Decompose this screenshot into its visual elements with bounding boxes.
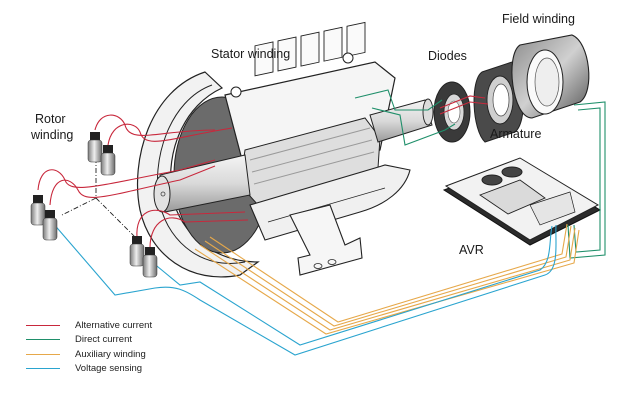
wire-ac bbox=[439, 101, 489, 115]
legend-swatch bbox=[26, 353, 60, 355]
legend-label: Alternative current bbox=[75, 319, 153, 331]
mounting-foot bbox=[289, 204, 363, 276]
label-armature: Armature bbox=[490, 127, 542, 141]
stator-lower-shell bbox=[249, 164, 411, 241]
legend-item-ac: Alternative current bbox=[26, 318, 152, 333]
wire-aux bbox=[199, 227, 576, 331]
legend-label: Auxiliary winding bbox=[75, 348, 146, 360]
wire-ac bbox=[107, 123, 233, 146]
stator-fins bbox=[254, 21, 366, 77]
wire-ac bbox=[37, 159, 216, 191]
wire-ac bbox=[94, 114, 216, 136]
field-winding bbox=[511, 34, 590, 119]
wire-ac bbox=[439, 95, 486, 109]
wire-dc bbox=[567, 101, 606, 259]
wire-ac bbox=[149, 217, 249, 249]
wire-sensing bbox=[51, 221, 557, 356]
legend-swatch bbox=[26, 324, 60, 326]
label-diodes: Diodes bbox=[428, 49, 467, 63]
label-rotor-winding-line2: winding bbox=[31, 128, 74, 142]
legend-item-sensing: Voltage sensing bbox=[26, 362, 152, 377]
terminal bbox=[129, 236, 145, 267]
stator-housing bbox=[136, 21, 434, 278]
wire-ac bbox=[49, 165, 216, 206]
label-field-winding: Field winding bbox=[502, 12, 575, 26]
wire-dc bbox=[354, 89, 443, 111]
label-rotor-winding-line1: Rotor bbox=[35, 112, 66, 126]
avr-board bbox=[442, 157, 602, 246]
legend: Alternative current Direct current Auxil… bbox=[26, 318, 152, 376]
legend-label: Direct current bbox=[75, 334, 133, 346]
terminal bbox=[100, 145, 116, 176]
legend-label: Voltage sensing bbox=[75, 363, 143, 375]
legend-swatch bbox=[26, 339, 60, 341]
label-avr: AVR bbox=[459, 243, 484, 257]
wire-aux bbox=[209, 223, 568, 323]
wire-aux bbox=[204, 225, 572, 327]
wire-ac bbox=[136, 209, 246, 239]
terminal bbox=[87, 132, 103, 163]
legend-swatch bbox=[26, 368, 60, 370]
terminal bbox=[30, 195, 46, 226]
armature bbox=[473, 61, 524, 143]
terminal bbox=[42, 210, 58, 241]
wiring bbox=[37, 89, 606, 356]
star-connection bbox=[61, 158, 139, 241]
label-stator-winding: Stator winding bbox=[211, 47, 291, 61]
diode-ring bbox=[433, 81, 471, 143]
shaft-end bbox=[153, 175, 171, 213]
terminals bbox=[30, 132, 158, 278]
terminal bbox=[142, 247, 158, 278]
legend-item-dc: Direct current bbox=[26, 333, 152, 348]
wire-sensing bbox=[151, 225, 553, 346]
wire-dc bbox=[371, 107, 456, 146]
wire-dc bbox=[573, 107, 601, 253]
legend-item-aux: Auxiliary winding bbox=[26, 347, 152, 362]
